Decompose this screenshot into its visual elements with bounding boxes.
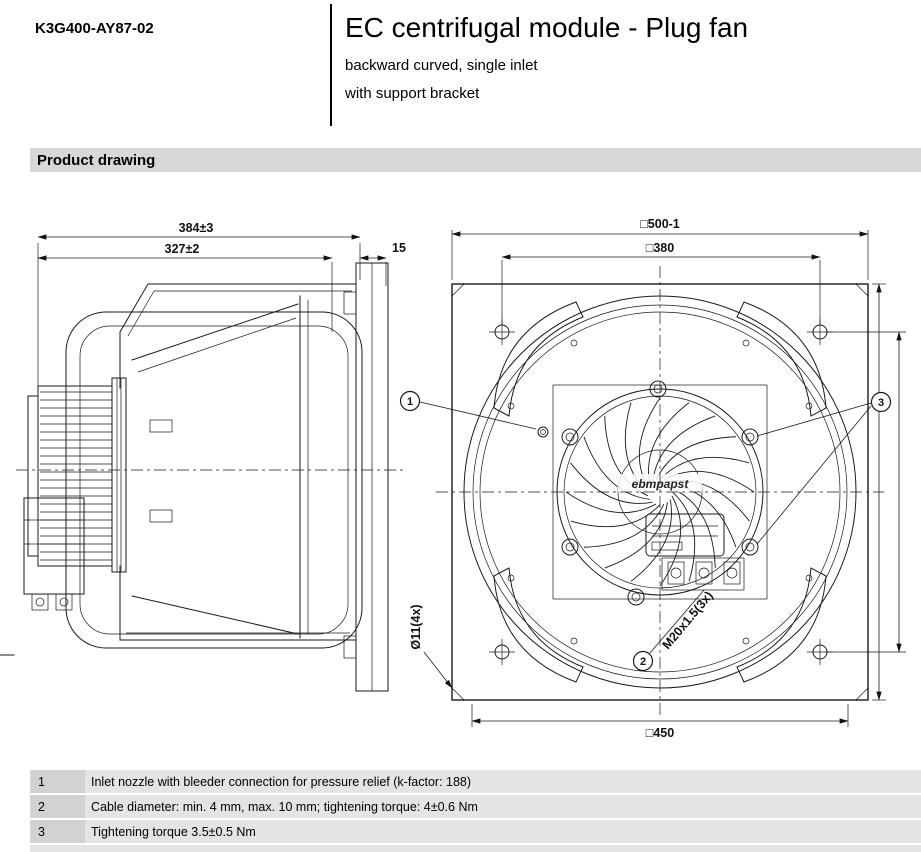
section-header-label: Product drawing — [37, 151, 156, 169]
note-row-3: 3 Tightening torque 3.5±0.5 Nm — [30, 820, 921, 843]
support-struts — [493, 301, 827, 683]
note-text: Tightening torque 3.5±0.5 Nm — [91, 824, 256, 839]
note-number: 3 — [30, 820, 85, 843]
svg-text:1: 1 — [407, 396, 413, 408]
note-number: 2 — [30, 795, 85, 818]
bleeder-connection — [537, 426, 549, 438]
svg-text:3: 3 — [878, 397, 884, 409]
dim-hole-diameter-label: Ø11(4x) — [409, 604, 423, 649]
svg-text:2: 2 — [640, 656, 646, 668]
note-row-1: 1 Inlet nozzle with bleeder connection f… — [30, 770, 921, 793]
dim-327-label: 327±2 — [165, 242, 200, 256]
side-view-drawing: 384±3 327±2 15 — [16, 221, 406, 692]
cable-gland-block — [661, 557, 745, 591]
corner-holes — [489, 319, 833, 665]
dim-384-label: 384±3 — [179, 221, 214, 235]
page-title: EC centrifugal module - Plug fan — [345, 12, 749, 43]
brand-logo: ebmpapst — [632, 477, 690, 491]
dim-gland-label: M20x1.5(3x) — [660, 589, 716, 652]
note-text: Cable diameter: min. 4 mm, max. 10 mm; t… — [91, 799, 478, 814]
front-view-drawing: □500-1 □380 □450 Ø11(4x) — [399, 217, 906, 740]
note-text: Inlet nozzle with bleeder connection for… — [91, 774, 472, 789]
subtitle-line-1: backward curved, single inlet — [345, 57, 538, 74]
callout-2: 2 M20x1.5(3x) — [632, 589, 716, 672]
part-number: K3G400-AY87-02 — [35, 20, 154, 37]
note-row-partial — [30, 845, 921, 852]
callout-3: 3 — [756, 391, 892, 545]
note-row-2: 2 Cable diameter: min. 4 mm, max. 10 mm;… — [30, 795, 921, 818]
dim-450-label: □450 — [646, 726, 674, 740]
header-divider — [330, 4, 332, 126]
callout-1: 1 — [399, 390, 537, 430]
flange-bolts — [561, 380, 759, 606]
notes-table: 1 Inlet nozzle with bleeder connection f… — [30, 770, 921, 852]
note-number: 1 — [30, 770, 85, 793]
dim-15-label: 15 — [392, 241, 406, 255]
dim-380-label: □380 — [646, 241, 674, 255]
dim-500-label: □500-1 — [640, 217, 680, 231]
subtitle-line-2: with support bracket — [345, 85, 480, 102]
section-header-product-drawing: Product drawing — [30, 148, 921, 172]
